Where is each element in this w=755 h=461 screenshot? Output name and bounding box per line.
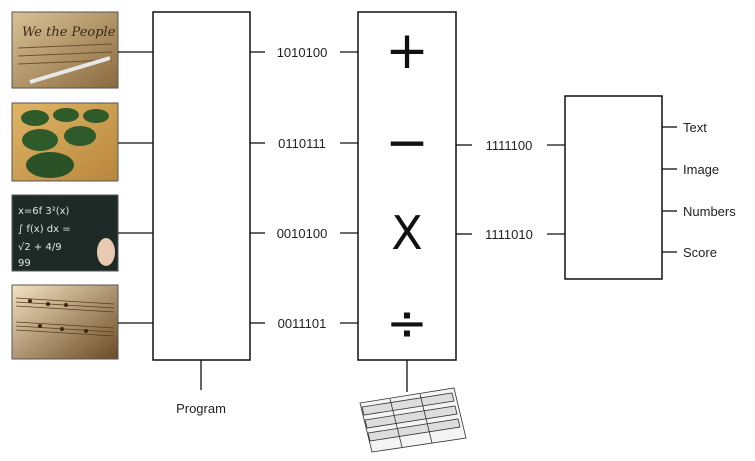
sheet-music-photo (12, 285, 118, 359)
operator-minus: − (385, 113, 429, 173)
input-code-2: 0110111 (278, 136, 326, 151)
svg-text:√2 + 4/9: √2 + 4/9 (18, 242, 62, 253)
output-code-connectors (456, 145, 565, 234)
operator-times: X (391, 206, 423, 260)
output-code-2: 1111010 (485, 227, 533, 242)
program-label: Program (176, 401, 226, 416)
output-label-image: Image (683, 162, 719, 177)
output-ticks (662, 127, 677, 252)
output-label-score: Score (683, 245, 717, 260)
field-circles-photo (12, 103, 118, 181)
svg-text:We the People: We the People (22, 25, 116, 40)
output-label-numbers: Numbers (683, 204, 736, 219)
input-code-3: 0010100 (277, 226, 328, 241)
svg-text:99: 99 (18, 258, 31, 269)
input-code-4: 0011101 (278, 316, 327, 331)
input-connectors (118, 52, 153, 323)
chalkboard-photo: x=6f 3²(x) ∫ f(x) dx = √2 + 4/9 99 (12, 195, 118, 271)
program-box (153, 12, 250, 360)
code-connectors (250, 52, 358, 323)
output-code-1: 1111100 (486, 138, 533, 153)
output-label-text: Text (683, 120, 707, 135)
operator-plus: + (385, 21, 429, 81)
operator-divide: ÷ (386, 294, 428, 352)
svg-text:x=6f 3²(x): x=6f 3²(x) (18, 206, 70, 217)
svg-text:∫ f(x) dx =: ∫ f(x) dx = (18, 224, 71, 235)
document-photo: We the People (12, 12, 118, 88)
input-code-1: 1010100 (277, 45, 328, 60)
punch-card-computer-icon (360, 388, 466, 452)
output-box (565, 96, 662, 279)
